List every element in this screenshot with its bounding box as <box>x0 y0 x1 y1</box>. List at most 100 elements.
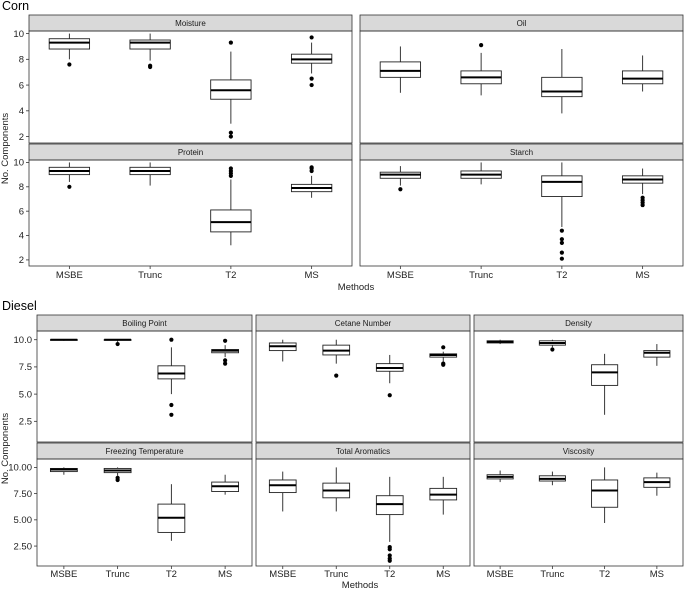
x-axis-title: Methods <box>342 580 379 591</box>
facet-panel-border <box>36 330 253 443</box>
x-tick-label: MS <box>218 569 232 580</box>
outlier-point <box>559 228 564 233</box>
x-tick-label: Trunc <box>540 569 564 580</box>
facet-strip-label: Oil <box>517 19 527 28</box>
y-tick-label: 2 <box>19 255 24 266</box>
outlier-point <box>223 361 228 366</box>
section-title: Corn <box>2 0 29 13</box>
y-axis-title: No. Components <box>0 113 11 185</box>
facet-strip-label: Total Aromatics <box>336 447 390 456</box>
outlier-point <box>479 43 484 48</box>
box-msbe <box>379 61 422 78</box>
outlier-point <box>169 412 174 417</box>
x-tick-label: MSBE <box>50 569 77 580</box>
box-trunc <box>129 39 171 50</box>
box-t2 <box>157 365 186 380</box>
y-tick-label: 10 <box>13 158 24 169</box>
x-tick-label: MS <box>650 569 664 580</box>
y-tick-label: 4 <box>19 231 24 242</box>
outlier-point <box>559 237 564 242</box>
x-tick-label: MS <box>436 569 450 580</box>
outlier-point <box>559 250 564 255</box>
outlier-point <box>223 338 228 343</box>
outlier-point <box>228 173 233 178</box>
x-tick-label: MS <box>636 270 650 281</box>
facet-strip-label: Moisture <box>175 19 206 28</box>
x-tick-label: T2 <box>556 270 567 281</box>
facet-panel-border <box>255 330 471 443</box>
y-tick-label: 4 <box>19 106 24 117</box>
y-tick-label: 10 <box>13 29 24 40</box>
facet-strip-label: Viscosity <box>563 447 594 456</box>
y-tick-label: 7.50 <box>14 489 33 500</box>
y-tick-label: 6 <box>19 80 24 91</box>
outlier-point <box>559 256 564 261</box>
outlier-point <box>223 358 228 363</box>
facet-panel-border <box>473 330 684 443</box>
facet-strip-label: Freezing Temperature <box>105 447 184 456</box>
box-msbe <box>268 479 297 494</box>
y-tick-label: 2.50 <box>14 541 33 552</box>
x-tick-label: T2 <box>166 569 177 580</box>
outlier-point <box>67 62 72 67</box>
outlier-point <box>115 477 120 483</box>
x-axis-title: Methods <box>338 282 375 293</box>
x-tick-label: MS <box>305 270 319 281</box>
facet-panel-border <box>255 458 471 567</box>
outlier-point <box>550 347 555 352</box>
facet-strip-label: Boiling Point <box>122 319 167 328</box>
facet-panel-border <box>28 159 353 267</box>
box-t2 <box>210 209 252 233</box>
outlier-point <box>441 345 446 350</box>
facet-panel-border <box>359 159 684 267</box>
x-tick-label: MSBE <box>56 270 83 281</box>
outlier-point <box>169 337 174 342</box>
x-tick-label: T2 <box>225 270 236 281</box>
facet-panel-border <box>359 30 684 144</box>
facet-strip-label: Protein <box>178 148 203 157</box>
box-t2 <box>375 495 404 516</box>
outlier-point <box>640 202 645 208</box>
outlier-point <box>387 553 392 558</box>
outlier-point <box>334 373 339 378</box>
x-tick-label: MSBE <box>487 569 514 580</box>
box-ms <box>643 350 671 358</box>
outlier-point <box>67 184 72 189</box>
outlier-point <box>309 35 314 40</box>
y-tick-label: 10.00 <box>8 463 32 474</box>
outlier-point <box>387 393 392 398</box>
box-t2 <box>591 364 619 386</box>
outlier-point <box>309 82 314 88</box>
y-tick-label: 8 <box>19 182 24 193</box>
y-tick-label: 5.0 <box>19 389 32 400</box>
outlier-point <box>228 40 233 45</box>
box-t2 <box>541 76 583 98</box>
x-tick-label: MSBE <box>387 270 414 281</box>
box-msbe <box>48 38 91 50</box>
outlier-point <box>309 76 314 81</box>
outlier-point <box>559 240 564 245</box>
facet-strip-label: Starch <box>510 148 533 157</box>
y-tick-label: 6 <box>19 206 24 217</box>
outlier-point <box>441 362 446 367</box>
x-tick-label: T2 <box>599 569 610 580</box>
x-tick-label: Trunc <box>469 270 493 281</box>
y-tick-label: 2.5 <box>19 417 32 428</box>
x-tick-label: T2 <box>384 569 395 580</box>
outlier-point <box>387 558 392 563</box>
box-ms <box>621 70 664 85</box>
outlier-point <box>398 187 403 192</box>
y-axis-title: No. Components <box>0 413 11 485</box>
outlier-point <box>115 341 120 347</box>
y-tick-label: 7.5 <box>19 362 32 373</box>
y-tick-label: 5.00 <box>14 515 33 526</box>
y-tick-label: 10.0 <box>14 335 33 346</box>
x-tick-label: Trunc <box>324 569 348 580</box>
x-tick-label: Trunc <box>138 270 162 281</box>
facet-panel-border <box>36 458 253 567</box>
facet-panel-border <box>28 30 353 144</box>
outlier-point <box>387 547 392 552</box>
facet-strip-label: Cetane Number <box>335 319 392 328</box>
box-t2 <box>591 479 619 508</box>
